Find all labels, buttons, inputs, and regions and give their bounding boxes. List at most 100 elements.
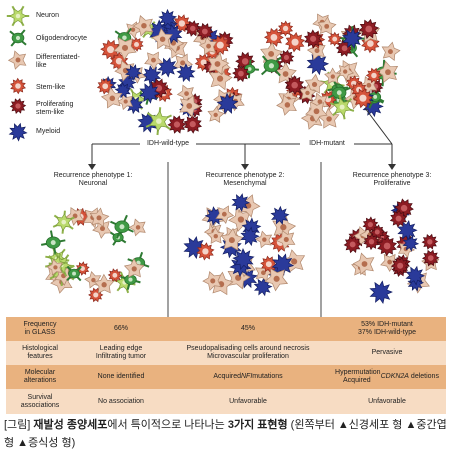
prolif-cell (390, 256, 410, 275)
stem-cell (260, 255, 278, 273)
cell-proliferative: Hypermutation Acquired CDKN2A deletions (335, 369, 439, 384)
legend-label-myeloid: Myeloid (36, 128, 61, 135)
myeloid-cell (253, 277, 273, 297)
diff-cell (324, 67, 342, 84)
diff-cell (144, 51, 164, 71)
diff-cell (46, 258, 63, 276)
legend-icons (6, 5, 30, 142)
prolif-cell (394, 198, 414, 218)
branch-lines (91, 107, 393, 165)
diff-cell (317, 16, 337, 36)
prolif-cell (285, 75, 305, 96)
cluster-neuronal (40, 207, 150, 303)
legend-label-proliferating: Proliferating stem-like (36, 101, 74, 116)
diff-cell (202, 271, 222, 291)
stem-cell (107, 268, 123, 283)
diff-cell (275, 229, 296, 250)
cell-proliferative: Pervasive (371, 349, 403, 356)
legend-icon-diff (7, 50, 27, 70)
diff-cell (352, 252, 375, 276)
diff-cell (132, 15, 154, 37)
diff-cell (215, 205, 235, 225)
myeloid-cell (158, 8, 177, 28)
stem-cell (196, 242, 215, 261)
comparison-table: Frequency in GLASS 66% 45% 53% IDH-mutan… (6, 317, 446, 414)
prolif-cell (358, 18, 380, 40)
cell-mesenchymal: Unfavorable (229, 397, 267, 405)
myeloid-cell (138, 82, 161, 104)
diff-cell (173, 53, 194, 74)
prolif-cell (195, 22, 214, 40)
myeloid-cell (405, 265, 426, 286)
cell-neuronal: None identified (97, 373, 145, 380)
neuron-cell (329, 94, 355, 120)
myeloid-cell (271, 253, 295, 276)
diff-cell (276, 94, 297, 116)
myeloid-cell (157, 57, 178, 78)
cluster-mesenchymal (183, 193, 306, 297)
phenotype-title-proliferative: Recurrence phenotype 3: Proliferative (352, 172, 432, 187)
stem-cell (277, 20, 294, 37)
cell-mesenchymal: Pseudopalisading cells around necrosis M… (186, 345, 310, 360)
table-row-frequency: Frequency in GLASS 66% 45% 53% IDH-mutan… (6, 317, 446, 341)
legend-icon-myeloid (8, 122, 28, 142)
legend-icon-neuron (6, 5, 30, 27)
myeloid-cell (306, 52, 330, 76)
diff-cell (264, 268, 289, 292)
branch-label-idh-wild-type: IDH-wild-type (140, 140, 196, 148)
cell-proliferative: Unfavorable (368, 397, 406, 405)
myeloid-cell (341, 27, 363, 49)
prolif-cell (363, 233, 380, 251)
diff-cell (220, 227, 244, 251)
row-label: Survival associations (20, 393, 60, 409)
myeloid-cell (240, 226, 260, 247)
diff-cell (151, 27, 173, 50)
legend-icon-stem (10, 77, 26, 95)
prolif-cell (232, 65, 250, 83)
cell-neuronal: No association (98, 397, 144, 405)
myeloid-cell (270, 205, 290, 225)
diff-cell (207, 52, 230, 76)
prolif-cell (421, 249, 440, 267)
stem-cell (96, 77, 114, 95)
diff-cell (123, 258, 145, 278)
prolif-cell (389, 209, 408, 228)
branch-arrowheads (88, 164, 396, 170)
diff-cell (100, 86, 123, 109)
myeloid-cell (369, 280, 393, 305)
diff-cell (337, 63, 355, 81)
phenotype-title-mesenchymal: Recurrence phenotype 2: Mesenchymal (205, 172, 285, 187)
stem-cell (100, 39, 121, 60)
diff-cell (128, 218, 146, 237)
table-row-histology: Histological features Leading edge Infil… (6, 341, 446, 365)
prolif-cell (167, 115, 187, 134)
cell-mesenchymal: 45% (240, 325, 255, 332)
legend-label-differentiated: Differentiated- like (36, 54, 80, 69)
neuron-cell (145, 107, 172, 136)
diff-cell (305, 101, 328, 124)
caption-bold-subject: 재발성 종양세포 (33, 419, 108, 431)
stem-cell (352, 88, 374, 109)
myeloid-cell (232, 248, 255, 271)
cell-neuronal: Leading edge Infiltrating tumor (95, 345, 147, 360)
diff-cell (116, 93, 133, 111)
stem-cell (263, 27, 284, 47)
stem-cell (365, 67, 383, 84)
legend-label-oligodendrocyte: Oligodendrocyte (36, 35, 87, 42)
diff-cell (310, 92, 329, 112)
oligo-cell (40, 230, 66, 255)
prolif-cell (421, 233, 439, 250)
row-label: Frequency in GLASS (23, 321, 57, 336)
myeloid-cell (125, 64, 142, 82)
table-row-molecular: Molecular alterations None identified Ac… (6, 365, 446, 389)
oligo-cell (260, 55, 282, 77)
myeloid-cell (231, 193, 250, 212)
caption-prefix: [그림] (4, 419, 34, 431)
figure-caption: [그림] 재발성 종양세포에서 특이적으로 나타나는 3가지 표현형 (왼쪽부터… (4, 416, 448, 452)
cluster-proliferative (343, 198, 440, 305)
diff-cell (207, 105, 225, 123)
prolif-cell (183, 114, 202, 134)
prolif-cell (377, 235, 398, 257)
phenotype-title-neuronal: Recurrence phenotype 1: Neuronal (53, 172, 133, 187)
